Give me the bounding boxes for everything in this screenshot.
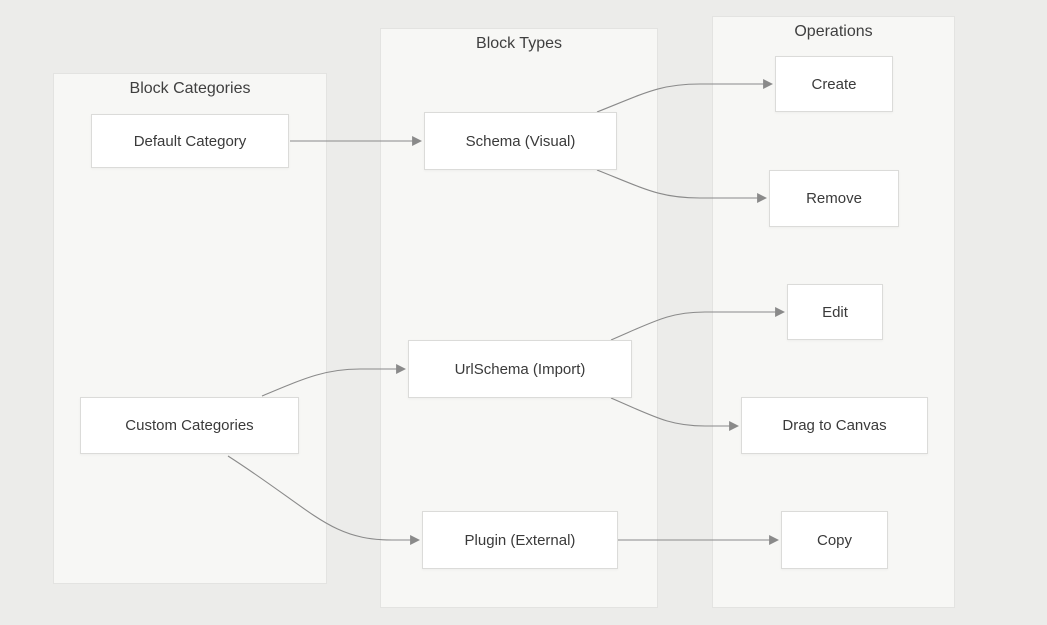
node-custom-categories: Custom Categories [80,397,299,454]
node-urlschema-import: UrlSchema (Import) [408,340,632,398]
group-title-block-types: Block Types [476,35,562,52]
node-schema-visual: Schema (Visual) [424,112,617,170]
node-plugin-external: Plugin (External) [422,511,618,569]
node-edit: Edit [787,284,883,340]
node-copy: Copy [781,511,888,569]
group-title-operations: Operations [794,23,873,40]
group-title-block-categories: Block Categories [129,80,251,97]
node-create: Create [775,56,893,112]
node-drag-to-canvas: Drag to Canvas [741,397,928,454]
node-remove: Remove [769,170,899,227]
node-default-category: Default Category [91,114,289,168]
